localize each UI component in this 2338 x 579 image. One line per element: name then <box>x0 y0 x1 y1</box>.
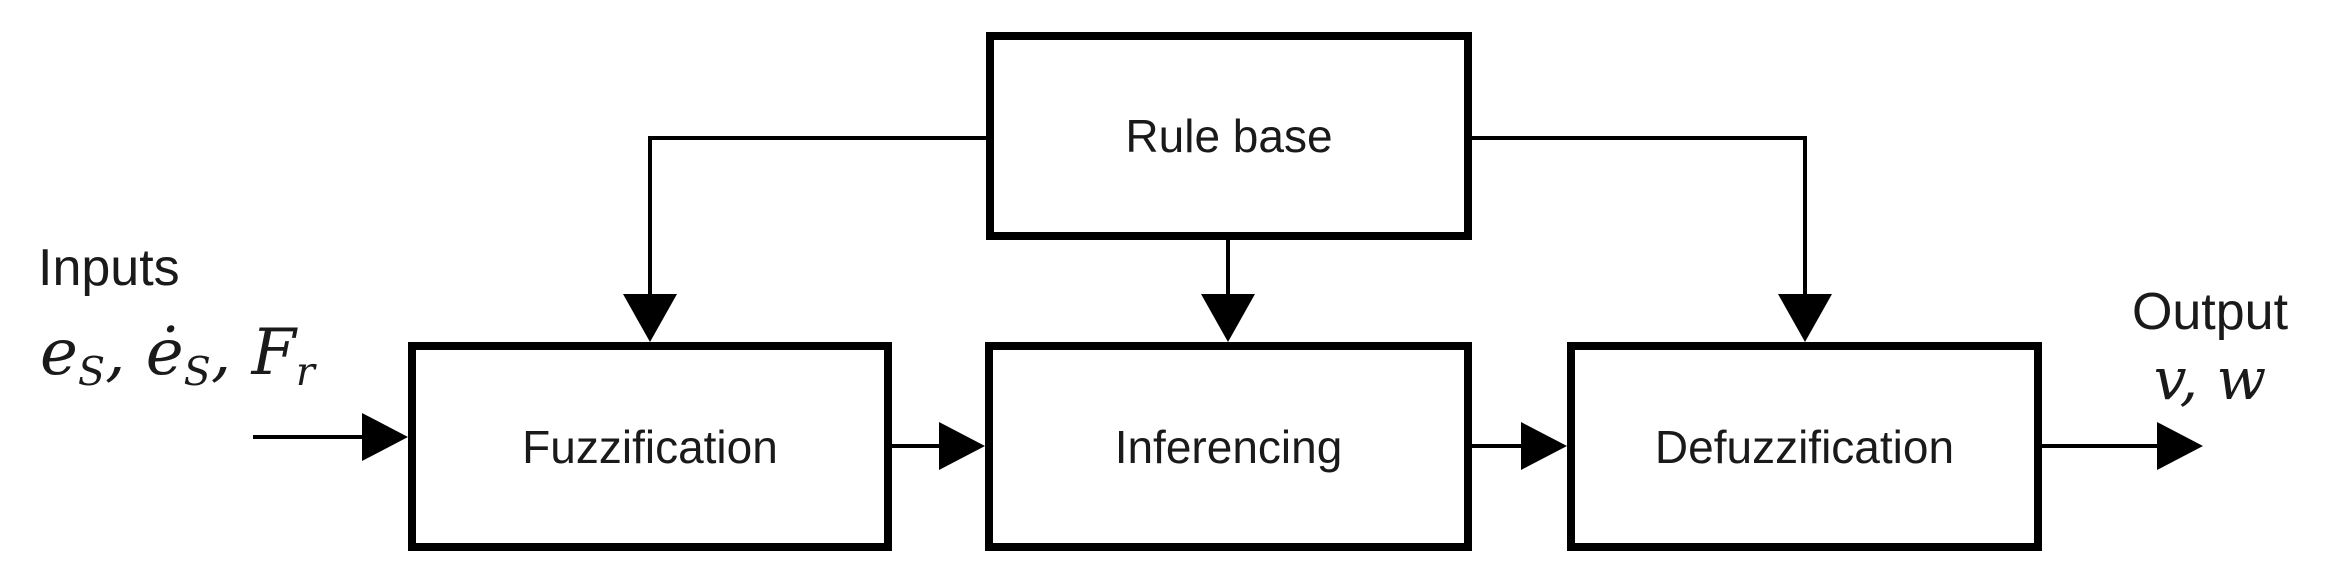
fuzzification-to-inferencing-line <box>892 444 940 448</box>
input-arrow-line <box>253 435 363 439</box>
arrow-down-icon <box>1201 294 1255 342</box>
inferencing-label: Inferencing <box>1114 420 1343 473</box>
input-var-separator: , <box>210 316 252 390</box>
arrow-right-icon <box>362 413 408 461</box>
input-var-separator: , <box>105 316 146 390</box>
rule-base-box: Rule base <box>986 32 1472 240</box>
input-var-base: F <box>251 316 296 390</box>
rule-to-fuzzification-vline <box>648 136 652 294</box>
output-title: Output <box>2131 283 2289 341</box>
input-var-subscript: S <box>183 349 211 396</box>
input-var-subscript: r <box>295 349 315 396</box>
fuzzification-label: Fuzzification <box>522 420 778 473</box>
arrow-right-icon <box>2157 422 2203 470</box>
rule-to-defuzzification-hline <box>1472 136 1807 140</box>
output-arrow-line <box>2042 444 2158 448</box>
output-math-expression: v, w <box>2153 345 2267 413</box>
defuzzification-label: Defuzzification <box>1654 420 1955 473</box>
input-var-base: ė <box>145 316 184 390</box>
inferencing-to-defuzzification-line <box>1472 444 1522 448</box>
rule-base-label: Rule base <box>1125 110 1333 162</box>
arrow-right-icon <box>1521 422 1567 470</box>
inferencing-box: Inferencing <box>985 342 1472 551</box>
rule-to-inferencing-vline <box>1226 240 1230 294</box>
input-var-base: e <box>40 316 78 390</box>
arrow-down-icon <box>623 294 677 342</box>
inputs-title: Inputs <box>38 239 180 297</box>
defuzzification-box: Defuzzification <box>1567 342 2042 551</box>
input-var-subscript: S <box>77 349 106 396</box>
arrow-right-icon <box>939 422 985 470</box>
fuzzification-box: Fuzzification <box>408 342 892 551</box>
inputs-math-expression: eS, ėS, Fr <box>40 318 315 395</box>
rule-to-defuzzification-vline <box>1803 136 1807 294</box>
rule-to-fuzzification-hline <box>648 136 986 140</box>
arrow-down-icon <box>1778 294 1832 342</box>
